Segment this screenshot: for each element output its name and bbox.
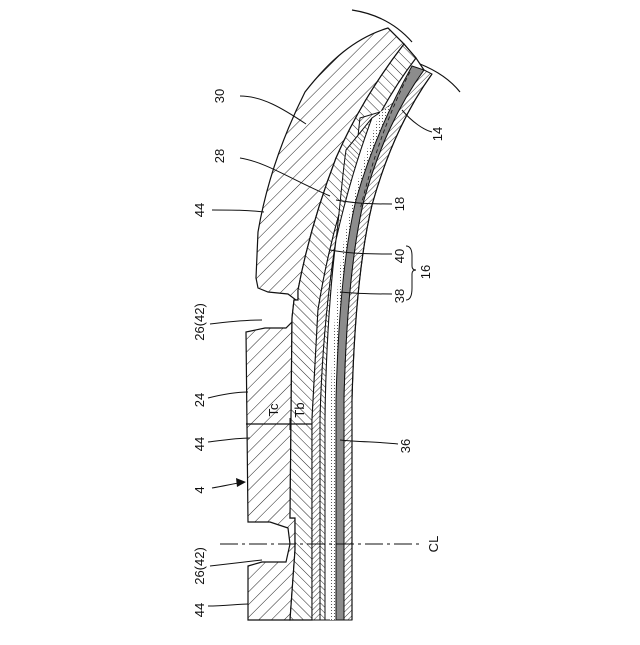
leader-44a (212, 210, 264, 212)
label-18: 18 (392, 197, 407, 211)
label-44-middle: 44 (192, 437, 207, 451)
arrowhead-4 (236, 478, 246, 487)
leader-24 (208, 392, 248, 398)
label-4: 4 (192, 486, 207, 493)
label-40: 40 (392, 249, 407, 263)
leader-26a (210, 320, 262, 324)
brace-16 (406, 246, 416, 300)
label-26-42-upper: 26(42) (192, 303, 207, 341)
label-16: 16 (418, 265, 433, 279)
label-44-bottom: 44 (192, 603, 207, 617)
leader-44c (208, 604, 248, 606)
label-24: 24 (192, 393, 207, 407)
label-44-top: 44 (192, 203, 207, 217)
label-38: 38 (392, 289, 407, 303)
label-cl: CL (426, 536, 441, 553)
label-36: 36 (398, 439, 413, 453)
label-28: 28 (212, 149, 227, 163)
label-14: 14 (430, 127, 445, 141)
label-tc: Tc (266, 403, 281, 417)
label-tb: Tb (292, 402, 307, 417)
label-26-42-lower: 26(42) (192, 547, 207, 585)
label-30: 30 (212, 89, 227, 103)
leader-44b (208, 438, 250, 442)
